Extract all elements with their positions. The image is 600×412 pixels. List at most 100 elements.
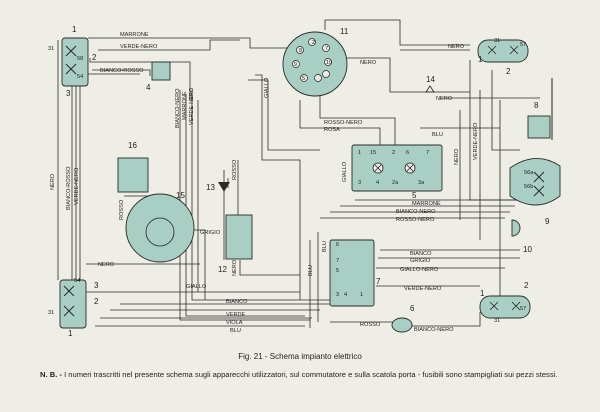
label-blu-bottom: BLU [230, 328, 241, 334]
terminal-56a: 56a [524, 170, 534, 176]
terminal-s15: 15 [370, 150, 376, 156]
label-grigio-15: GRIGIO [200, 230, 221, 236]
label-rosa: ROSA [324, 127, 340, 133]
label-bianco-nero-mid: BIANCO-NERO [396, 209, 436, 215]
terminal-56b: 56b [524, 184, 533, 190]
component-9-headlight [509, 158, 561, 206]
label-giallo-5: GIALLO [342, 161, 348, 182]
terminal-labels: 31 58 54 54 31 31 57 31 57 56a 56b 1 15 … [48, 38, 534, 324]
terminal-k2: 2 [312, 40, 315, 46]
terminal-k7: 7 [325, 46, 328, 52]
terminal-s4: 4 [376, 180, 379, 186]
terminal-7-k6: 6 [336, 242, 339, 248]
component-3-bottom-lamp [59, 279, 87, 329]
terminal-s6: 6 [406, 150, 409, 156]
label-giallo-bottom: GIALLO [186, 284, 207, 290]
footnote-text: I numeri trascritti nel presente schema … [64, 370, 558, 379]
num-1-bottom-left: 1 [68, 329, 73, 338]
terminal-57-br: 57 [520, 306, 526, 312]
terminal-s3: 3 [358, 180, 361, 186]
terminal-k8: 8 [299, 48, 302, 54]
component-12-battery [225, 214, 253, 260]
terminal-s3a: 3a [418, 180, 425, 186]
label-nero-right-v: NERO [454, 148, 460, 165]
component-10 [511, 219, 521, 237]
label-rosso-nero: ROSSO-NERO [324, 120, 363, 126]
label-grigio-7: GRIGIO [410, 258, 431, 264]
num-8: 8 [534, 101, 539, 110]
num-7: 7 [376, 277, 381, 286]
num-4: 4 [146, 83, 151, 92]
terminal-s7: 7 [426, 150, 429, 156]
label-marrone-v: MARRONE [182, 91, 188, 120]
terminal-31-tl: 31 [48, 46, 54, 52]
label-verde-nero-right-v: VERDE-NERO [473, 122, 479, 160]
label-verde-nero-v: VERDE-NERO [189, 87, 195, 125]
label-bianco-rosso-left-v: BIANCO-ROSSO [66, 166, 72, 210]
label-bianco-nero-v: BIANCO-NERO [175, 88, 181, 128]
num-10: 10 [523, 245, 532, 254]
terminal-31-bl: 31 [48, 310, 54, 316]
terminal-7-k4: 4 [344, 292, 347, 298]
terminal-31-br: 31 [494, 318, 500, 324]
component-3-top-lamp [61, 37, 89, 87]
num-2-top-left: 2 [92, 53, 97, 62]
component-11-round-connector [282, 31, 348, 97]
num-3-bottom-left: 3 [94, 281, 99, 290]
terminal-54-tl: 54 [77, 74, 83, 80]
label-bianco-7: BIANCO [410, 251, 432, 257]
terminal-7-k3: 3 [336, 292, 339, 298]
terminal-s2: 2 [392, 150, 395, 156]
num-15: 15 [176, 191, 185, 200]
component-7-switch-box [329, 239, 375, 307]
num-12: 12 [218, 265, 227, 274]
label-blu-7b: BLU [322, 241, 328, 252]
label-nero-14: NERO [436, 96, 453, 102]
terminal-k10: 10 [326, 60, 332, 66]
label-giallo-nero-7: GIALLO-NERO [400, 267, 439, 273]
num-1-bottom-right: 1 [480, 289, 485, 298]
label-bianco-rosso-top: BIANCO-ROSSO [100, 68, 144, 74]
label-marrone-top: MARRONE [120, 32, 149, 38]
label-rosso-6: ROSSO [360, 322, 381, 328]
num-6: 6 [410, 304, 415, 313]
label-verde-nero-top: VERDE-NERO [120, 44, 158, 50]
num-2-bottom-right: 2 [524, 281, 529, 290]
terminal-7-k5: 5 [336, 268, 339, 274]
wire-labels: MARRONE VERDE-NERO BIANCO-ROSSO NERO NER… [50, 32, 479, 334]
footnote-prefix: N. B. - [40, 370, 62, 379]
component-6 [391, 317, 413, 333]
component-15-generator [125, 193, 195, 263]
num-11: 11 [340, 27, 349, 36]
component-4 [151, 61, 171, 81]
label-nero-12: NERO [232, 259, 238, 276]
terminal-k5: 5 [302, 76, 305, 82]
label-viola-bottom: VIOLA [226, 320, 243, 326]
component-14 [425, 85, 435, 93]
label-verde-nero-left-v: VERDE-NERO [74, 167, 80, 205]
label-marrone-mid: MARRONE [412, 201, 441, 207]
label-giallo-11: GIALLO [264, 77, 270, 98]
num-2-bottom-left: 2 [94, 297, 99, 306]
label-verde-bottom: VERDE [226, 312, 246, 318]
component-8-horn [527, 115, 551, 139]
label-rosso-nero-mid: ROSSO-NERO [396, 217, 435, 223]
label-bianco-nero-6: BIANCO-NERO [414, 327, 454, 333]
terminal-31-tr: 31 [494, 38, 500, 44]
num-16: 16 [128, 141, 137, 150]
num-3-top-left: 3 [66, 89, 71, 98]
terminal-58-tl: 58 [77, 56, 83, 62]
terminal-54-bl: 54 [74, 278, 80, 284]
component-16 [117, 157, 149, 193]
component-bottom-right-indicator [479, 295, 531, 319]
label-nero-left-v: NERO [50, 173, 56, 190]
label-nero-right-top: NERO [448, 44, 465, 50]
label-nero-left-mid: NERO [98, 262, 115, 268]
terminal-s1: 1 [358, 150, 361, 156]
label-rosso-13: ROSSO [232, 159, 238, 180]
terminal-7-k7: 7 [336, 258, 339, 264]
label-verde-nero-7: VERDE-NERO [404, 286, 442, 292]
terminal-57-tr: 57 [520, 42, 526, 48]
label-blu-7: BLU [308, 265, 314, 276]
